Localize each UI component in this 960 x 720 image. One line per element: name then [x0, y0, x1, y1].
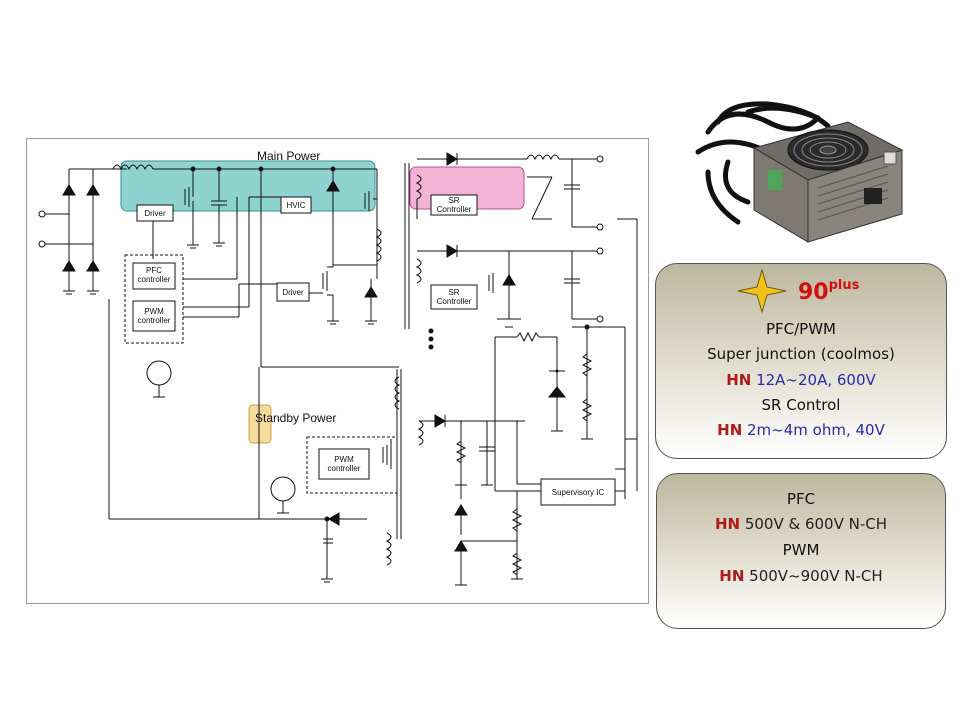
- sr-controller-top-text: SR Controller: [431, 196, 477, 214]
- driver-block-top: [136, 204, 174, 222]
- efficiency-rating: 90plus: [798, 278, 859, 305]
- driver-top-text: Driver: [144, 209, 166, 218]
- schematic-wiring: [38, 152, 638, 586]
- power-supply-illustration: [695, 101, 904, 243]
- sr-controller-block-mid: [430, 284, 478, 310]
- standby-pwm-line2: controller: [327, 464, 361, 473]
- sr-controller-block-top: [430, 194, 478, 216]
- pwm-controller-line2: controller: [137, 316, 171, 325]
- brand-hn: HN: [717, 421, 743, 439]
- brand-hn: HN: [719, 567, 745, 585]
- main-power-label: Main Power: [257, 149, 321, 163]
- pwm-controller-line1: PWM: [144, 307, 164, 316]
- brand-hn: HN: [714, 515, 741, 533]
- supervisory-ic-text: Supervisory IC: [551, 488, 605, 497]
- panel-bottom-line3: PWM: [782, 541, 820, 559]
- sr-spec: 2m~4m ohm, 40V: [742, 421, 885, 439]
- panel-bottom-line4: HN 500V~900V N-CH: [657, 567, 945, 585]
- pfc-spec: 500V & 600V N-CH: [740, 515, 888, 533]
- hvic-text: HVIC: [286, 201, 306, 210]
- hvic-block: [280, 196, 312, 214]
- rating-plate: [883, 151, 897, 165]
- sr-controller-mid-line1: SR: [448, 288, 460, 297]
- panel-top-line5: HN 2m~4m ohm, 40V: [656, 421, 946, 439]
- driver-block-mid: [276, 282, 310, 302]
- pwm-controller-block: [132, 300, 176, 332]
- panel-top-line3: HN 12A~20A, 600V: [656, 371, 946, 389]
- pwm-controller-text: PWM controller: [133, 307, 175, 325]
- panel-top-line4: SR Control: [761, 396, 841, 414]
- standby-pwm-text: PWM controller: [319, 455, 369, 473]
- power-supply-schematic: Main Power Standby Power Driver HVIC Dri…: [26, 138, 649, 604]
- driver-mid-text: Driver: [282, 288, 304, 297]
- standby-highlight: [248, 404, 272, 444]
- supervisory-ic-block: [540, 478, 616, 506]
- standby-power-label: Standby Power: [255, 411, 337, 425]
- mosfet-spec: 12A~20A, 600V: [751, 371, 876, 389]
- sr-controller-top-line1: SR: [448, 196, 460, 205]
- psu-photo: [688, 92, 908, 252]
- standby-pwm-controller-block: [318, 448, 370, 480]
- star-icon: [737, 268, 787, 314]
- panel-bottom-line2: HN 500V & 600V N-CH: [657, 515, 945, 533]
- panel-bottom-line1: PFC: [786, 490, 816, 508]
- panel-top-line1: PFC/PWM: [765, 320, 837, 338]
- standby-pwm-line1: PWM: [334, 455, 354, 464]
- sr-controller-top-line2: Controller: [436, 205, 472, 214]
- pwm-spec: 500V~900V N-CH: [744, 567, 883, 585]
- pfc-controller-line1: PFC: [146, 266, 162, 275]
- pfc-controller-block: [132, 262, 176, 290]
- info-panel-top: 90plus PFC/PWM Super junction (coolmos) …: [655, 263, 947, 459]
- pfc-controller-line2: controller: [137, 275, 171, 284]
- info-panel-bottom: PFC HN 500V & 600V N-CH PWM HN 500V~900V…: [656, 473, 946, 629]
- rating-number: 90: [798, 280, 829, 305]
- pfc-controller-text: PFC controller: [133, 266, 175, 284]
- rating-suffix: plus: [828, 278, 860, 293]
- label-sticker: [768, 170, 782, 190]
- panel-top-line2: Super junction (coolmos): [707, 345, 895, 363]
- sr-controller-mid-text: SR Controller: [431, 288, 477, 306]
- brand-hn: HN: [726, 371, 752, 389]
- power-socket: [864, 188, 882, 204]
- sr-controller-mid-line2: Controller: [436, 297, 472, 306]
